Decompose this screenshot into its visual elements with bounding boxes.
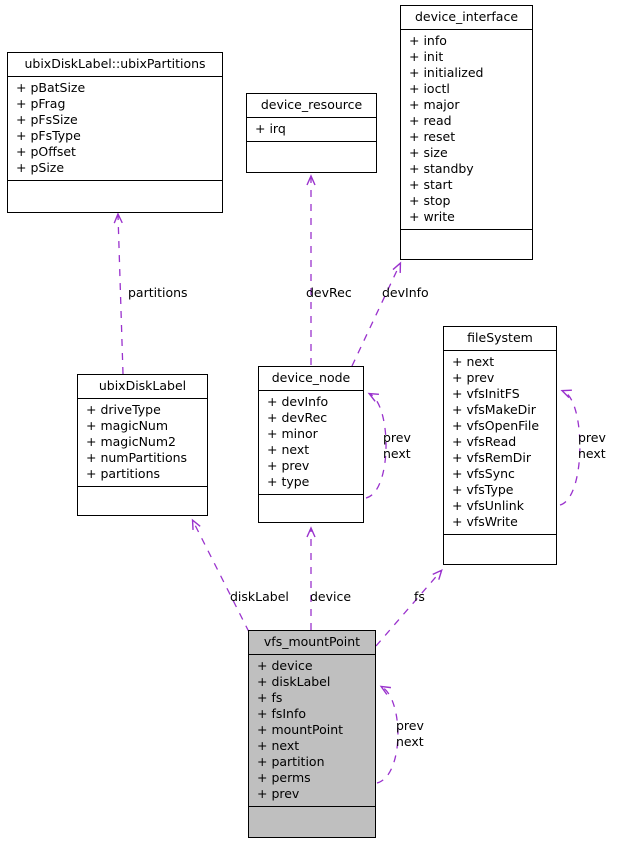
class-attributes-ubixpartitions: + pBatSize + pFrag + pFsSize + pFsType +… <box>8 77 222 181</box>
class-attributes-ubixdisklabel: + driveType + magicNum + magicNum2 + num… <box>78 399 207 487</box>
attribute-row: + pOffset <box>16 143 76 159</box>
class-box-ubixdisklabel[interactable]: ubixDiskLabel + driveType + magicNum + m… <box>77 374 208 516</box>
attribute-row: + vfsWrite <box>452 513 518 529</box>
class-attributes-device-resource: + irq <box>247 118 376 142</box>
attribute-row: + fsInfo <box>257 705 307 721</box>
class-title-vfs-mountpoint: vfs_mountPoint <box>249 631 375 655</box>
attribute-row: + diskLabel <box>257 673 331 689</box>
edge-label-devnode-next: next <box>383 446 411 461</box>
class-operations-device-node <box>259 495 363 523</box>
attribute-row: + magicNum <box>86 417 169 433</box>
edge-mountpoint-self <box>376 685 399 784</box>
class-operations-vfs-mountpoint <box>249 807 375 838</box>
attribute-row: + start <box>409 176 453 192</box>
class-box-device-node[interactable]: device_node + devInfo + devRec + minor +… <box>258 366 364 523</box>
attribute-row: + devInfo <box>267 393 329 409</box>
edge-label-mountpoint-next: next <box>396 734 424 749</box>
class-box-filesystem[interactable]: fileSystem + next + prev + vfsInitFS + v… <box>443 326 557 565</box>
attribute-row: + pFsType <box>16 127 81 143</box>
attribute-row: + standby <box>409 160 474 176</box>
edge-devinfo <box>351 261 402 367</box>
edge-label-mountpoint-prev: prev <box>396 718 424 733</box>
attribute-row: + reset <box>409 128 456 144</box>
attribute-row: + initialized <box>409 64 484 80</box>
edge-label-device: device <box>310 589 352 604</box>
class-box-ubixpartitions[interactable]: ubixDiskLabel::ubixPartitions + pBatSize… <box>7 52 223 213</box>
attribute-row: + info <box>409 32 447 48</box>
attribute-row: + prev <box>257 785 300 801</box>
attribute-row: + vfsMakeDir <box>452 401 536 417</box>
attribute-row: + next <box>452 353 495 369</box>
class-title-ubixdisklabel: ubixDiskLabel <box>78 375 207 399</box>
attribute-row: + pFsSize <box>16 111 78 127</box>
attribute-row: + mountPoint <box>257 721 344 737</box>
edge-disklabel <box>191 518 250 633</box>
attribute-row: + minor <box>267 425 318 441</box>
attribute-row: + pSize <box>16 159 65 175</box>
attribute-row: + magicNum2 <box>86 433 176 449</box>
attribute-row: + partitions <box>86 465 161 481</box>
attribute-row: + ioctl <box>409 80 450 96</box>
class-operations-ubixpartitions <box>8 181 222 213</box>
edge-partitions <box>113 212 124 375</box>
class-attributes-device-node: + devInfo + devRec + minor + next + prev… <box>259 391 363 495</box>
class-box-vfs-mountpoint[interactable]: vfs_mountPoint + device + diskLabel + fs… <box>248 630 376 838</box>
attribute-row: + vfsUnlink <box>452 497 524 513</box>
class-box-device-interface[interactable]: device_interface + info + init + initial… <box>400 5 533 260</box>
class-attributes-device-interface: + info + init + initialized + ioctl + ma… <box>401 30 532 230</box>
edge-label-filesystem-prev: prev <box>578 430 606 445</box>
attribute-row: + init <box>409 48 444 64</box>
attribute-row: + numPartitions <box>86 449 188 465</box>
attribute-row: + vfsSync <box>452 465 515 481</box>
edge-fs <box>375 568 443 647</box>
class-operations-device-resource <box>247 142 376 173</box>
attribute-row: + next <box>267 441 310 457</box>
attribute-row: + pBatSize <box>16 79 86 95</box>
attribute-row: + major <box>409 96 460 112</box>
class-attributes-filesystem: + next + prev + vfsInitFS + vfsMakeDir +… <box>444 351 556 535</box>
attribute-row: + vfsInitFS <box>452 385 520 401</box>
attribute-row: + vfsRead <box>452 433 517 449</box>
edge-label-devnode-prev: prev <box>383 430 411 445</box>
edge-label-filesystem-next: next <box>578 446 606 461</box>
attribute-row: + prev <box>452 369 495 385</box>
class-attributes-vfs-mountpoint: + device + diskLabel + fs + fsInfo + mou… <box>249 655 375 807</box>
class-title-ubixpartitions: ubixDiskLabel::ubixPartitions <box>8 53 222 77</box>
attribute-row: + driveType <box>86 401 161 417</box>
class-title-device-resource: device_resource <box>247 94 376 118</box>
edge-label-disklabel: diskLabel <box>230 589 289 604</box>
attribute-row: + type <box>267 473 310 489</box>
attribute-row: + pFrag <box>16 95 66 111</box>
attribute-row: + irq <box>255 120 286 136</box>
class-box-device-resource[interactable]: device_resource + irq <box>246 93 377 173</box>
class-operations-ubixdisklabel <box>78 487 207 516</box>
attribute-row: + vfsRemDir <box>452 449 531 465</box>
attribute-row: + perms <box>257 769 311 785</box>
class-title-device-node: device_node <box>259 367 363 391</box>
edge-label-devrec: devRec <box>306 285 352 300</box>
edge-label-fs: fs <box>414 589 425 604</box>
attribute-row: + fs <box>257 689 283 705</box>
edge-label-devinfo: devInfo <box>382 285 429 300</box>
edge-filesystem-self <box>559 389 581 506</box>
attribute-row: + prev <box>267 457 310 473</box>
attribute-row: + next <box>257 737 300 753</box>
attribute-row: + vfsOpenFile <box>452 417 540 433</box>
class-operations-device-interface <box>401 230 532 260</box>
class-title-filesystem: fileSystem <box>444 327 556 351</box>
edge-label-partitions: partitions <box>128 285 188 300</box>
attribute-row: + vfsType <box>452 481 514 497</box>
attribute-row: + stop <box>409 192 451 208</box>
attribute-row: + devRec <box>267 409 328 425</box>
class-operations-filesystem <box>444 535 556 565</box>
attribute-row: + write <box>409 208 455 224</box>
attribute-row: + device <box>257 657 313 673</box>
attribute-row: + read <box>409 112 452 128</box>
class-title-device-interface: device_interface <box>401 6 532 30</box>
attribute-row: + partition <box>257 753 325 769</box>
attribute-row: + size <box>409 144 448 160</box>
